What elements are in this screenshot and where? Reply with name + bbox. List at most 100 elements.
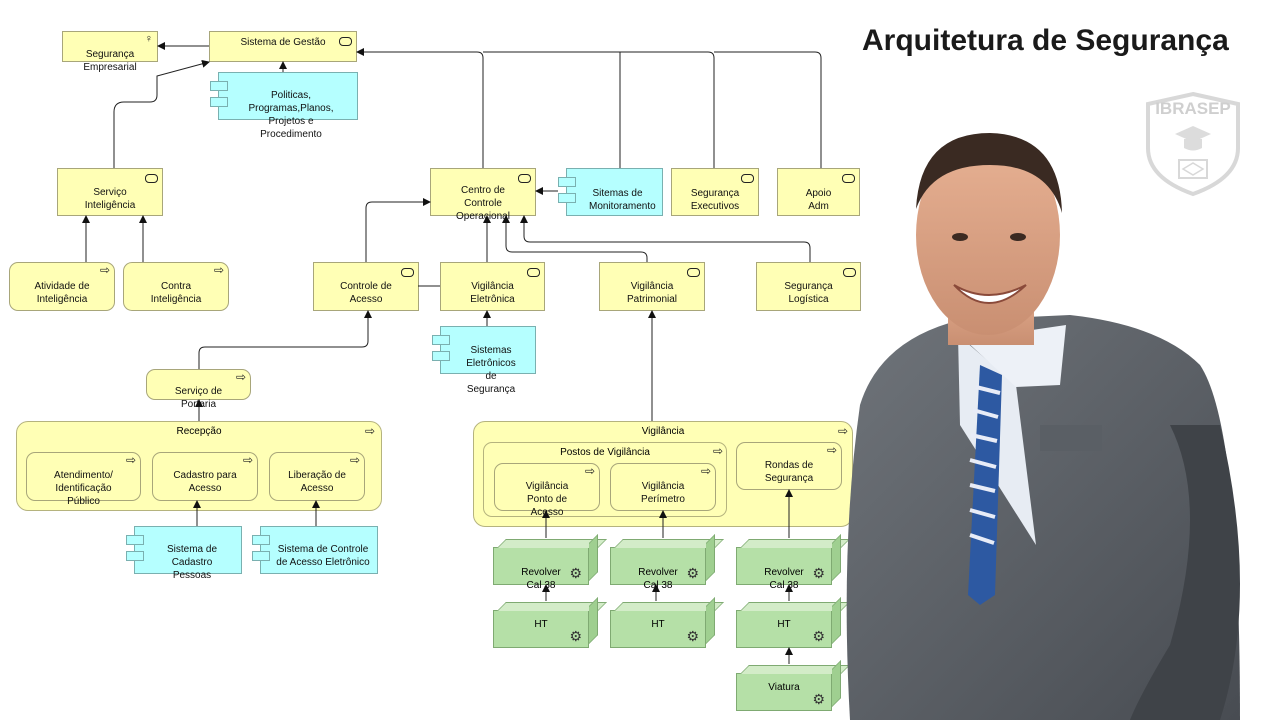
revolver-node-1[interactable]: Revolver Cal 38 ⚙ [493,547,589,591]
sistema-cadastro-node[interactable]: Sistema de Cadastro Pessoas [126,526,242,581]
node-label: Sistema de Gestão [240,37,326,48]
process-arrow-icon: ⇨ [213,263,224,277]
seguranca-executivos-node[interactable]: Segurança Executivos [671,168,759,216]
servico-inteligencia-node[interactable]: Serviço Inteligência [57,168,163,216]
group-label: Postos de Vigilância [560,447,650,458]
process-arrow-icon: ⇨ [235,370,246,384]
node-label: Sistema de Cadastro Pessoas [166,544,218,581]
process-arrow-icon: ⇨ [837,424,848,438]
gear-icon: ⚙ [569,565,582,581]
service-icon [843,268,856,277]
wire-inteligencia-gestao [113,59,210,168]
node-label: Controle de Acesso [340,281,392,305]
wire-patrimonial-centro [502,215,648,262]
atividade-inteligencia-node[interactable]: Atividade de Inteligência ⇨ [9,262,115,311]
gear-icon: ⚙ [812,691,825,707]
vigilancia-patrimonial-node[interactable]: Vigilância Patrimonial [599,262,705,311]
vigilancia-eletronica-node[interactable]: Vigilância Eletrônica [440,262,545,311]
wire-apoio-gestao [714,51,822,168]
gear-icon: ⚙ [686,628,699,644]
node-label: Vigilância Ponto de Acesso [525,481,569,518]
service-icon [401,268,414,277]
sistema-controle-acesso-node[interactable]: Sistema de Controle de Acesso Eletrônico [252,526,378,574]
servico-portaria-node[interactable]: Serviço de Portaria ⇨ [146,369,251,410]
cadastro-acesso-node[interactable]: Cadastro para Acesso ⇨ [152,452,258,501]
centro-controle-node[interactable]: Centro de Controle Operacional [430,168,536,222]
node-label: Segurança Logística [784,281,833,305]
node-label: Vigilância Perímetro [641,481,685,505]
service-icon [527,268,540,277]
process-arrow-icon: ⇨ [700,464,711,478]
group-label: Vigilância [641,426,685,437]
process-arrow-icon: ⇨ [364,424,375,438]
process-arrow-icon: ⇨ [826,443,837,457]
process-arrow-icon: ⇨ [99,263,110,277]
gear-icon: ⚙ [686,565,699,581]
sistemas-monitoramento-node[interactable]: Sitemas de Monitoramento [558,168,663,216]
node-label: Sistemas Eletrônicos de Segurança [466,345,516,395]
ht-node-3[interactable]: HT ⚙ [736,610,832,648]
atendimento-node[interactable]: Atendimento/ Identificação Público ⇨ [26,452,141,507]
service-icon [741,174,754,183]
node-label: Sistema de Controle de Acesso Eletrônico [276,544,370,568]
node-label: Revolver Cal 38 [764,567,804,591]
seguranca-logistica-node[interactable]: Segurança Logística [756,262,861,311]
node-label: Serviço Inteligência [84,187,136,211]
contra-inteligencia-node[interactable]: Contra Inteligência ⇨ [123,262,229,311]
ht-node-2[interactable]: HT ⚙ [610,610,706,648]
node-label: Liberação de Acesso [288,470,346,494]
wire-centro-gestao [356,48,484,168]
node-label: Segurança Executivos [690,188,740,212]
service-icon [145,174,158,183]
process-arrow-icon: ⇨ [349,453,360,467]
node-label: Cadastro para Acesso [173,470,237,494]
node-label: Segurança Empresarial [83,49,137,73]
service-icon [518,174,531,183]
actor-icon: ♀ [144,33,153,45]
vigilancia-perimetro-node[interactable]: Vigilância Perímetro ⇨ [610,463,716,511]
node-label: Revolver Cal 38 [521,567,561,591]
wire-executivos-gestao [483,51,715,168]
node-label: Serviço de Portaria [174,386,223,410]
seguranca-empresarial-node[interactable]: Segurança Empresarial ♀ [62,31,158,73]
revolver-node-2[interactable]: Revolver Cal 38 ⚙ [610,547,706,591]
node-label: Politicas, Programas,Planos, Projetos e … [248,90,334,140]
viatura-node[interactable]: Viatura ⚙ [736,673,832,711]
sistema-gestao-node[interactable]: Sistema de Gestão [209,31,357,62]
vigilancia-ponto-node[interactable]: Vigilância Ponto de Acesso ⇨ [494,463,600,518]
logo-text: IBRASEP [1155,99,1231,118]
ibrasep-logo: IBRASEP [1146,91,1240,197]
node-label: Atividade de Inteligência [34,281,90,305]
node-label: Vigilância Patrimonial [626,281,678,305]
node-label: HT [534,619,548,630]
gear-icon: ⚙ [569,628,582,644]
process-arrow-icon: ⇨ [242,453,253,467]
revolver-node-3[interactable]: Revolver Cal 38 ⚙ [736,547,832,591]
page-title: Arquitetura de Segurança [862,24,1229,57]
node-label: Revolver Cal 38 [638,567,678,591]
node-label: Viatura [768,682,800,693]
gear-icon: ⚙ [812,565,825,581]
gear-icon: ⚙ [812,628,825,644]
node-label: Sitemas de Monitoramento [589,188,656,212]
process-arrow-icon: ⇨ [712,444,723,458]
node-label: Rondas de Segurança [764,460,814,484]
node-label: Atendimento/ Identificação Público [54,470,113,507]
rondas-seguranca-node[interactable]: Rondas de Segurança ⇨ [736,442,842,490]
wire-controle-centro [365,198,431,262]
service-icon [339,37,352,46]
liberacao-acesso-node[interactable]: Liberação de Acesso ⇨ [269,452,365,501]
sistemas-eletronicos-node[interactable]: Sistemas Eletrônicos de Segurança [432,326,536,395]
service-icon [687,268,700,277]
politicas-node[interactable]: Politicas, Programas,Planos, Projetos e … [210,72,358,140]
process-arrow-icon: ⇨ [584,464,595,478]
node-label: Centro de Controle Operacional [456,185,510,222]
apoio-adm-node[interactable]: Apoio Adm [777,168,860,216]
node-label: Contra Inteligência [150,281,202,305]
ht-node-1[interactable]: HT ⚙ [493,610,589,648]
node-label: HT [651,619,665,630]
node-label: HT [777,619,791,630]
process-arrow-icon: ⇨ [125,453,136,467]
controle-acesso-node[interactable]: Controle de Acesso [313,262,419,311]
service-icon [842,174,855,183]
